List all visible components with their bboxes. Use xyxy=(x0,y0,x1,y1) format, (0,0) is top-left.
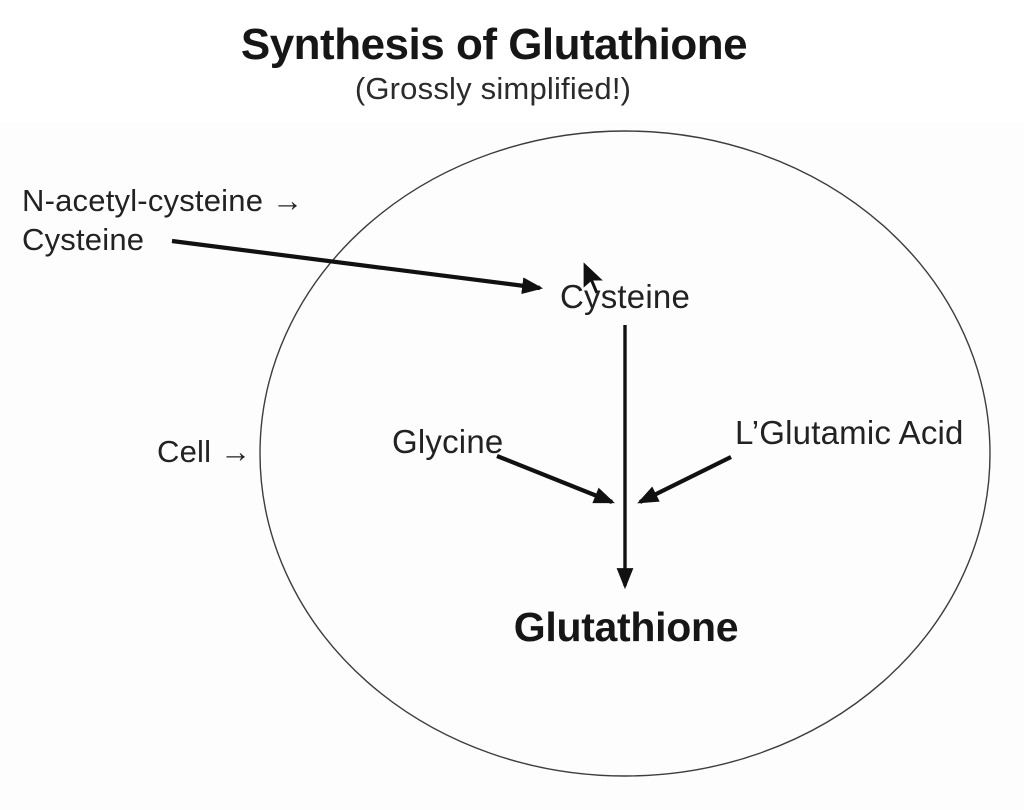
arrow-nac-to-cysteine xyxy=(171,238,544,295)
cell-label: Cell → xyxy=(157,434,252,469)
node-cysteine: Cysteine xyxy=(560,278,690,315)
node-glycine: Glycine xyxy=(392,423,504,460)
page-subtitle: (Grossly simplified!) xyxy=(354,71,632,106)
external-input-line1: N-acetyl-cysteine → xyxy=(22,183,304,218)
arrow-glutamic-to-junction xyxy=(637,455,732,504)
external-input-line2: Cysteine xyxy=(22,222,145,257)
node-glutathione: Glutathione xyxy=(513,604,739,650)
slide-background-band xyxy=(0,122,1024,810)
cell-ellipse xyxy=(259,130,991,777)
page-title: Synthesis of Glutathione xyxy=(240,20,748,69)
arrow-glycine-to-junction xyxy=(496,454,615,504)
mouse-cursor-icon xyxy=(582,259,606,295)
node-glutamic-acid: L’Glutamic Acid xyxy=(735,414,964,451)
external-input-label: N-acetyl-cysteine → Cysteine xyxy=(22,181,303,259)
